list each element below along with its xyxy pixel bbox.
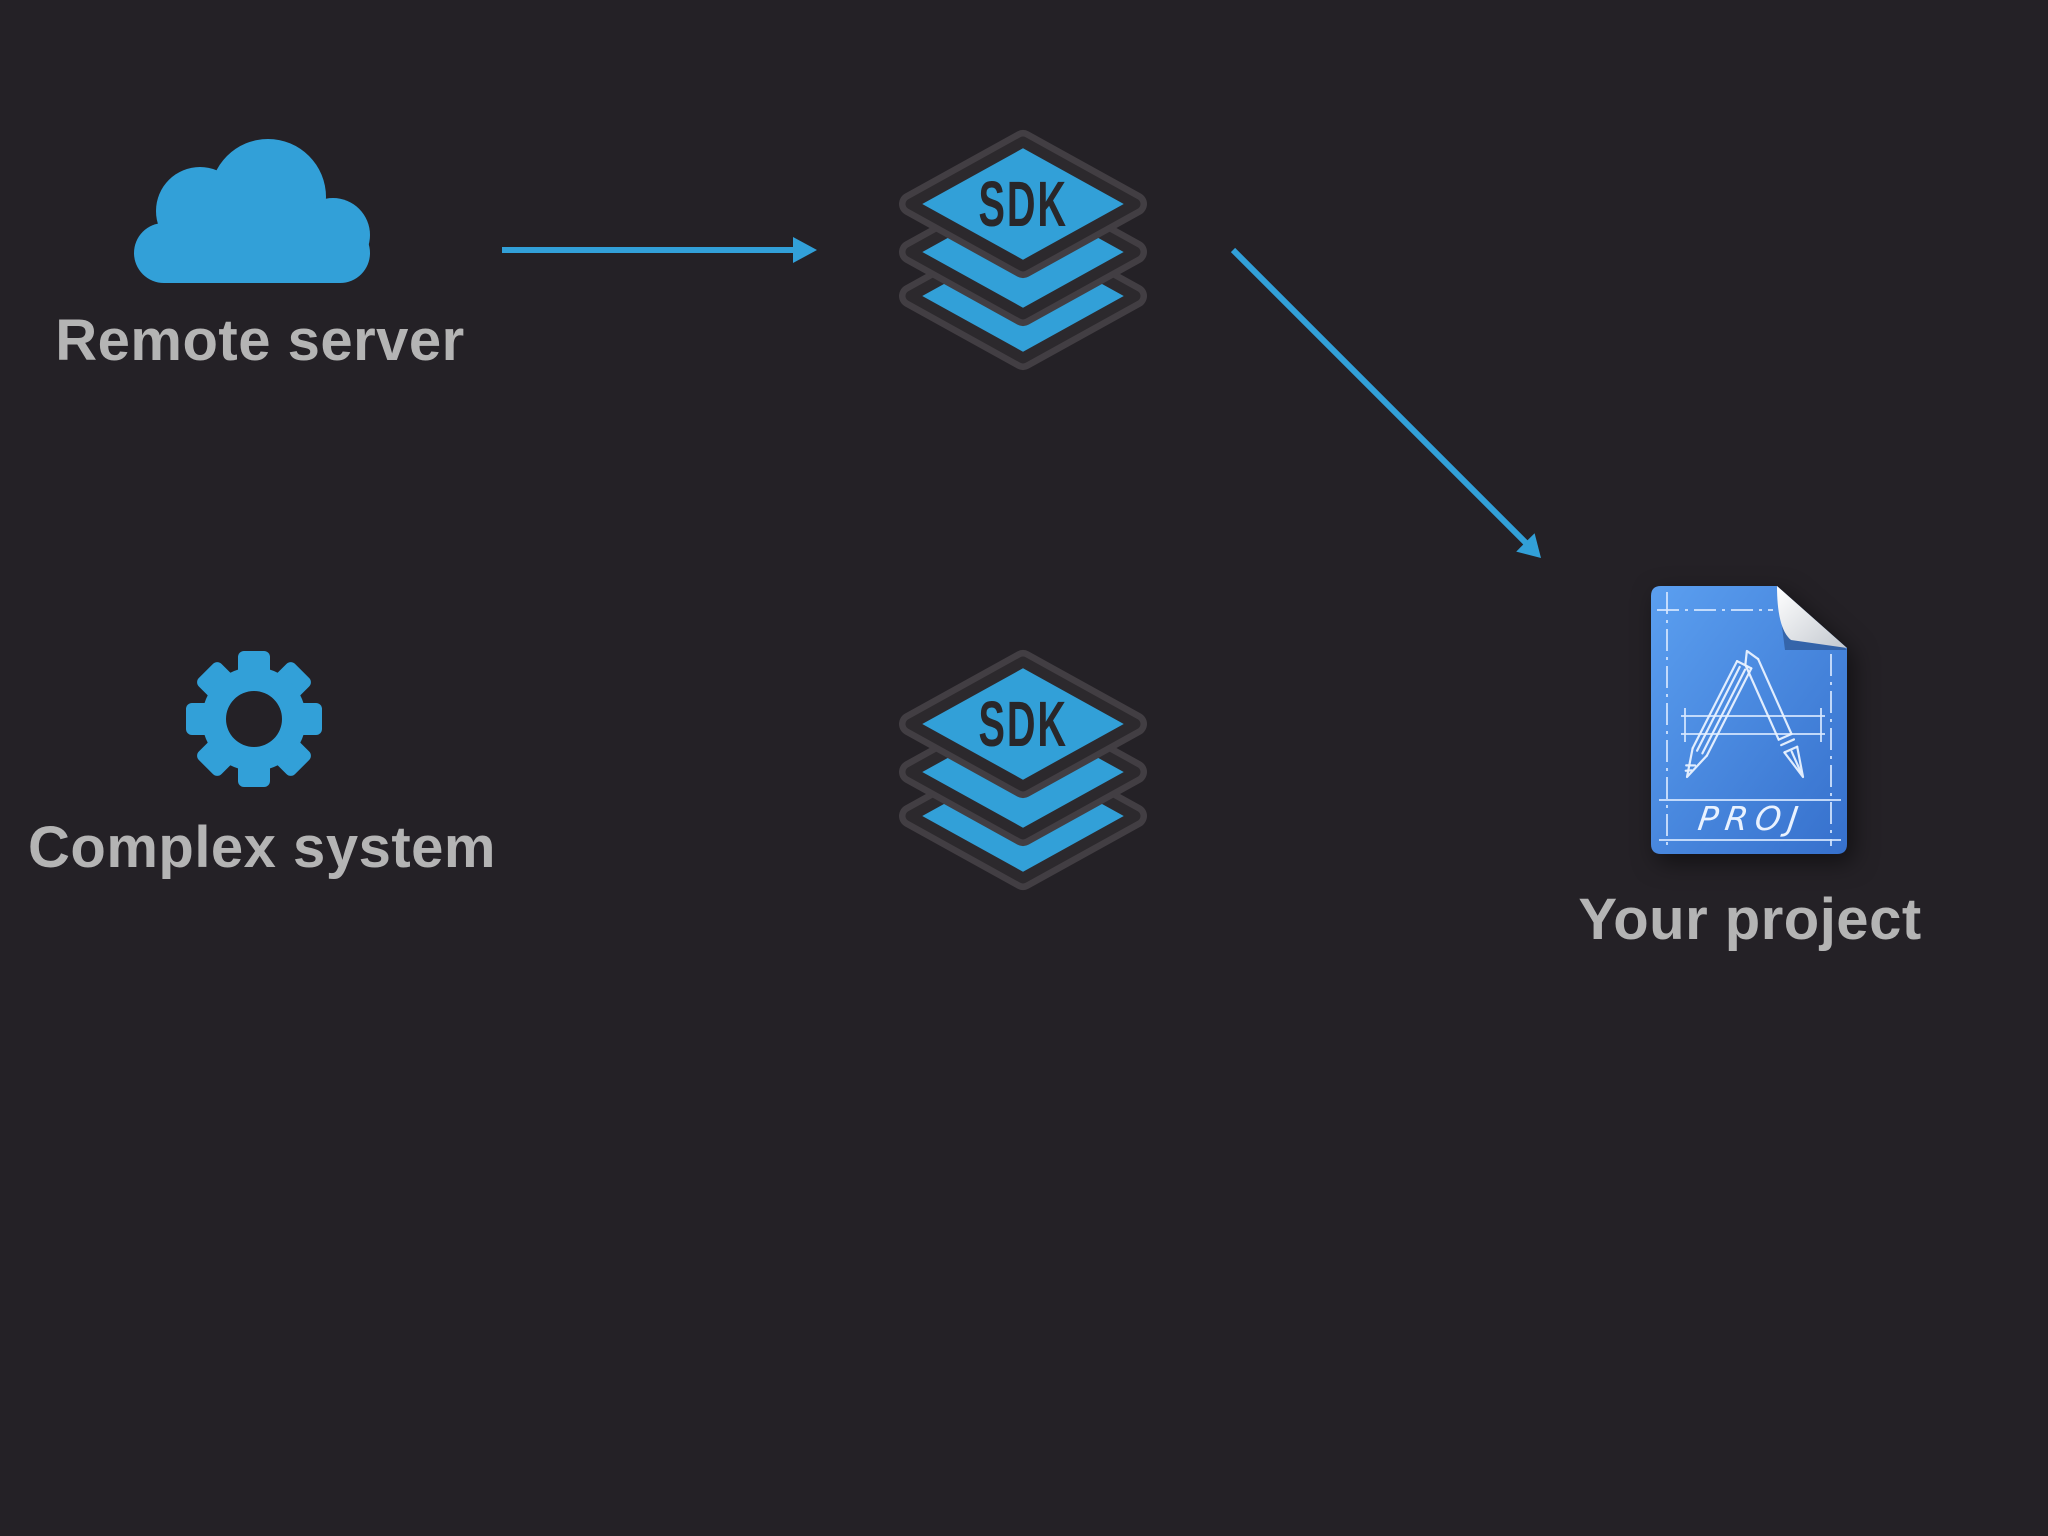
layer-top bbox=[899, 650, 1147, 798]
proj-badge-text: PROJ bbox=[1696, 799, 1808, 838]
gear-icon bbox=[186, 651, 322, 787]
sdk-label: SDK bbox=[979, 170, 1068, 241]
cloud-icon bbox=[134, 139, 370, 283]
arrow-remote-server-to-sdk bbox=[502, 237, 817, 263]
arrow-sdk-to-your-project bbox=[1230, 247, 1541, 558]
remote-server-label: Remote server bbox=[55, 308, 465, 373]
pencil-sketch bbox=[1684, 660, 1753, 779]
layer-top bbox=[899, 130, 1147, 278]
your-project-label: Your project bbox=[1578, 887, 1922, 952]
sdk-layers-icon: SDK bbox=[899, 130, 1147, 370]
pen-sketch bbox=[1744, 649, 1805, 779]
sdk-label: SDK bbox=[979, 690, 1068, 761]
document-page bbox=[1651, 586, 1847, 854]
complex-system-label: Complex system bbox=[28, 815, 496, 880]
blueprint-frame-lines bbox=[1657, 592, 1841, 846]
blueprint-document-icon: PROJ bbox=[1651, 586, 1847, 854]
sdk-layers-icon: SDK bbox=[899, 650, 1147, 890]
folded-corner bbox=[1777, 586, 1847, 648]
